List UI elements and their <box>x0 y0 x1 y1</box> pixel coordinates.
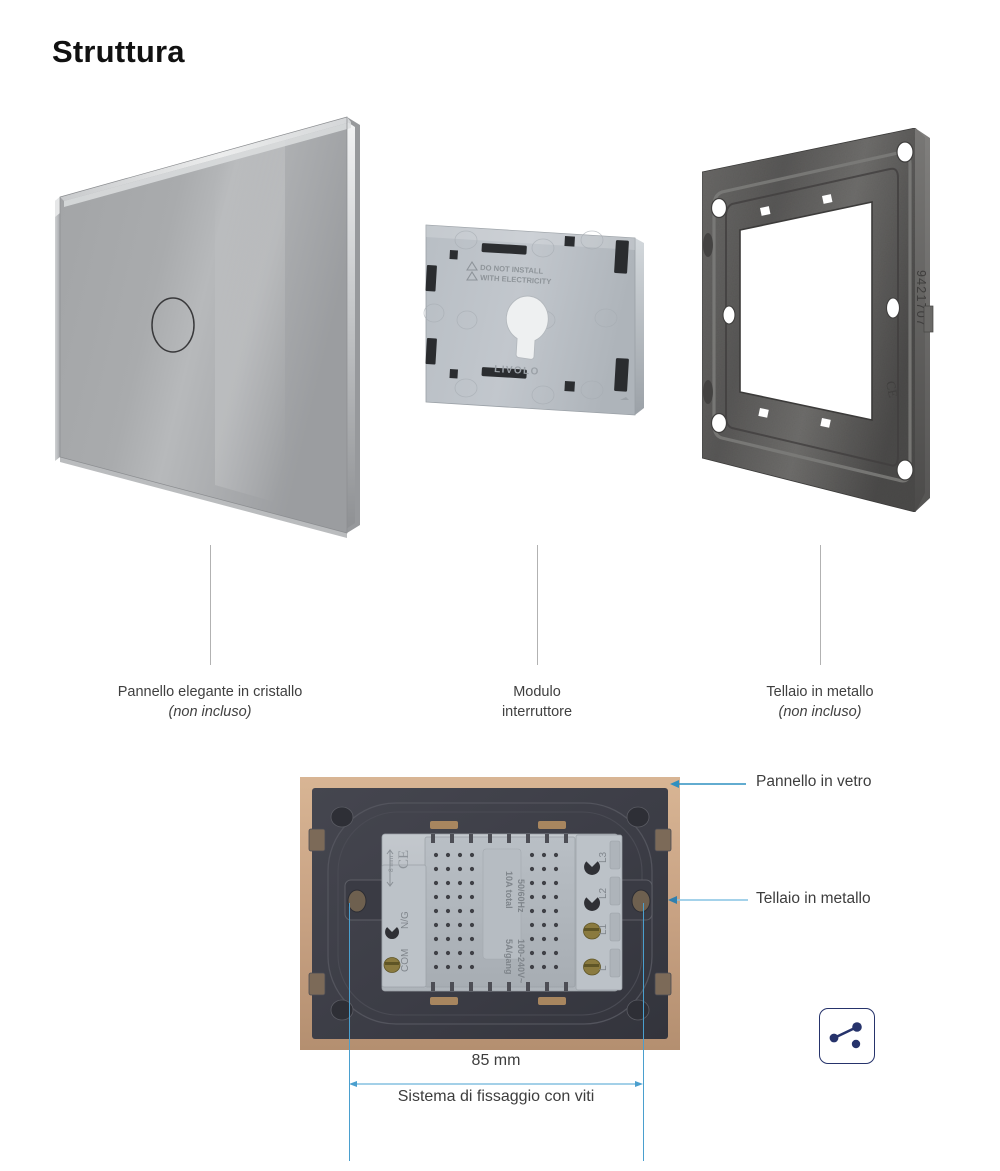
caption-glass-panel: Pannello elegante in cristallo (non incl… <box>60 682 360 722</box>
module-spec-frequency: 50/60Hz <box>516 879 526 913</box>
two-way-switch-icon <box>819 1008 875 1064</box>
dimension-value: 85 mm <box>471 1052 521 1069</box>
caption-metal-frame-note: (non incluso) <box>778 704 862 720</box>
terminal-label-l1: L1 <box>598 923 609 935</box>
dimension-ext-line-left <box>349 903 351 1161</box>
connector-line-glass <box>210 545 211 665</box>
switch-module-part: DO NOT INSTALL WITH ELECTRICITY LIVOLO <box>420 210 660 420</box>
terminal-label-ng: N/G <box>400 911 411 929</box>
module-spec-voltage: 100-240V~ <box>516 939 526 983</box>
glass-panel-callout-label: Pannello in vetro <box>756 773 872 790</box>
glass-panel-callout-leader <box>670 780 746 788</box>
switch-module-render: DO NOT INSTALL WITH ELECTRICITY LIVOLO <box>423 224 644 416</box>
module-depth-note: 8 mm <box>388 856 395 872</box>
terminal-label-l2: L2 <box>598 887 609 899</box>
caption-glass-panel-text: Pannello elegante in cristallo <box>117 684 303 700</box>
glass-panel-render <box>55 116 360 538</box>
glass-panel-part <box>55 105 375 545</box>
module-spec-current-total: 10A total <box>504 871 514 909</box>
dimension-ext-line-right <box>643 903 645 1161</box>
terminal-label-l3: L3 <box>598 851 609 863</box>
dimension-note: Sistema di fissaggio con viti <box>397 1088 595 1105</box>
caption-metal-frame-text: Tellaio in metallo <box>766 684 874 700</box>
caption-metal-frame: Tellaio in metallo (non incluso) <box>720 682 920 722</box>
terminal-label-com: COM <box>400 949 411 972</box>
metal-frame-part: 9421707 CE <box>690 120 952 520</box>
metal-frame-callout-label: Tellaio in metallo <box>756 890 871 907</box>
caption-glass-panel-note: (non incluso) <box>168 704 252 720</box>
page-title: Struttura <box>52 34 185 69</box>
dimension-arrow <box>349 1081 643 1087</box>
module-spec-current-gang: 5A/gang <box>504 939 514 975</box>
touch-circle <box>151 297 195 353</box>
module-warning-line1: DO NOT INSTALL <box>480 263 544 276</box>
metal-frame-callout-leader <box>668 896 748 904</box>
metal-frame-render: 9421707 CE <box>701 127 934 513</box>
caption-switch-module-text: Modulo <box>513 684 561 700</box>
two-way-switch-glyph <box>829 1022 862 1049</box>
caption-switch-module-text2: interruttore <box>501 704 573 720</box>
frame-ce-mark: CE <box>883 380 901 399</box>
module-ce-mark-rear: CE <box>396 850 412 869</box>
rear-assembly-view: 100-240V~ 5A/gang 50/60Hz 10A total LIVO… <box>300 777 680 1050</box>
caption-switch-module: Modulo interruttore <box>437 682 637 722</box>
module-brand: LIVOLO <box>494 364 540 378</box>
connector-line-frame <box>820 545 821 665</box>
module-warning-line2: WITH ELECTRICITY <box>480 273 552 286</box>
terminal-label-l: L <box>598 965 609 971</box>
rear-assembly-render: 100-240V~ 5A/gang 50/60Hz 10A total LIVO… <box>300 777 680 1050</box>
exploded-view-stage: DO NOT INSTALL WITH ELECTRICITY LIVOLO <box>0 95 1000 545</box>
screw-hole <box>347 889 651 913</box>
connector-line-module <box>537 545 538 665</box>
